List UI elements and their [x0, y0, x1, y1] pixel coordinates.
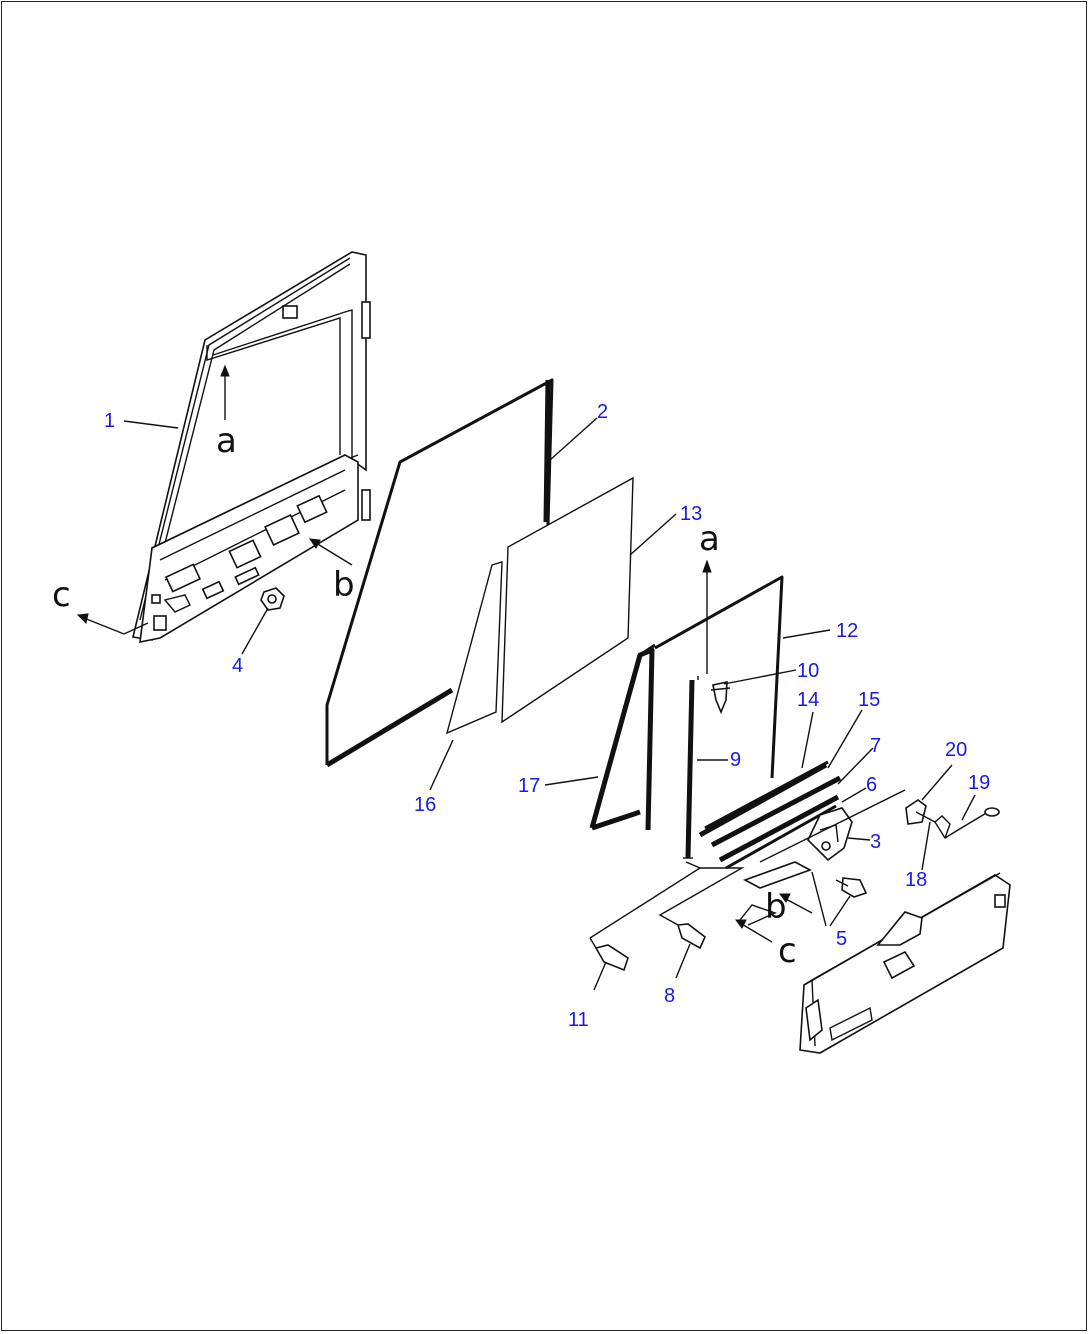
callout-5: 5 — [836, 928, 847, 950]
ref-letter-b-upper: b — [333, 565, 355, 605]
reference-arrows — [76, 364, 813, 943]
callout-19: 19 — [968, 772, 990, 794]
callout-18: 18 — [905, 869, 927, 891]
door-frame-part-1 — [132, 251, 371, 644]
assembly-lines — [123, 622, 906, 949]
callout-1: 1 — [104, 410, 115, 432]
callout-15: 15 — [858, 689, 880, 711]
glass-part-13 — [501, 476, 634, 724]
ref-letter-b-lower: b — [765, 887, 787, 927]
bolts-part-5 — [835, 877, 868, 898]
callout-3: 3 — [870, 831, 881, 853]
screw-part-8 — [676, 923, 706, 950]
callout-4: 4 — [232, 655, 243, 677]
callout-10: 10 — [797, 660, 819, 682]
callout-8: 8 — [664, 985, 675, 1007]
callout-labels: 1 2 3 4 5 6 7 8 9 10 11 12 13 14 15 16 1… — [104, 401, 990, 1031]
seal-part-17 — [589, 647, 655, 831]
channel-part-9 — [683, 676, 699, 859]
rails-parts-14-15-7-6 — [698, 760, 842, 870]
reference-letters: a a b b c c — [52, 421, 797, 971]
callout-12: 12 — [836, 620, 858, 642]
nut-part-4 — [260, 587, 285, 611]
callout-9: 9 — [730, 749, 741, 771]
ref-letter-c-lower: c — [778, 931, 797, 971]
callout-2: 2 — [597, 401, 608, 423]
callout-7: 7 — [870, 735, 881, 757]
seal-frame-part-2 — [325, 378, 554, 768]
ref-letter-c-upper: c — [52, 575, 71, 615]
screw-part-11 — [594, 944, 629, 972]
callout-13: 13 — [680, 503, 702, 525]
glass-part-16 — [445, 561, 503, 735]
callout-6: 6 — [866, 774, 877, 796]
ref-letter-a-lower: a — [699, 519, 720, 559]
screw-part-10 — [710, 680, 731, 715]
callout-20: 20 — [945, 739, 967, 761]
door-trim-panel — [799, 872, 1011, 1054]
leader-lines — [123, 417, 976, 991]
ref-letter-a-upper: a — [216, 421, 237, 461]
cable-parts-19-20 — [905, 799, 1000, 839]
callout-14: 14 — [797, 689, 819, 711]
callout-17: 17 — [518, 775, 540, 797]
callout-16: 16 — [414, 794, 436, 816]
callout-11: 11 — [568, 1009, 589, 1031]
